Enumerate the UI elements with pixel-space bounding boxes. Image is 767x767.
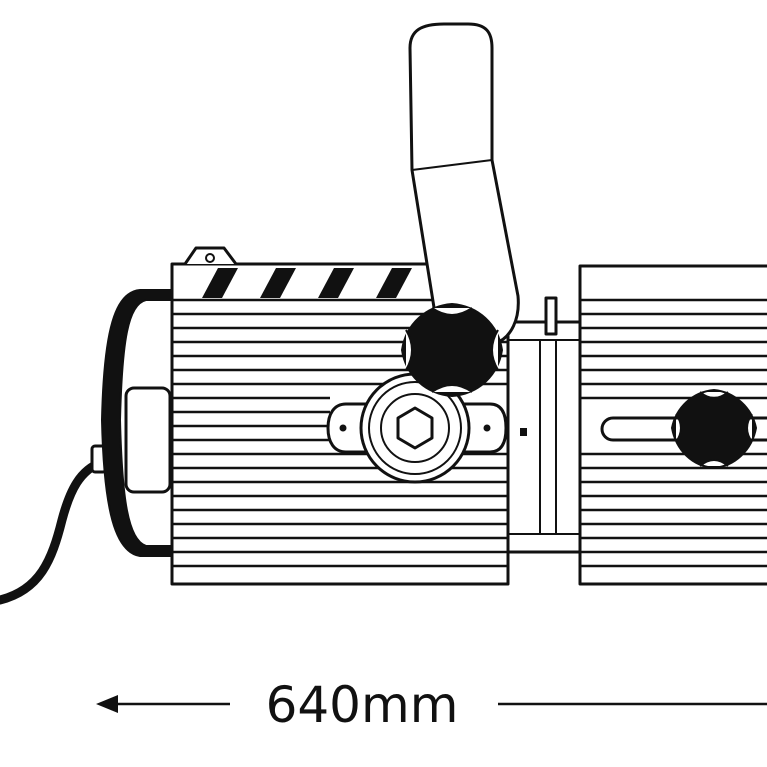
tilt-lock-knob	[400, 302, 504, 398]
dimension-line: 640mm	[96, 676, 767, 734]
lens-lock-knob	[670, 388, 758, 470]
power-cable	[0, 444, 108, 605]
rear-lamp-cap	[100, 289, 173, 557]
arrow-left-icon	[96, 695, 118, 713]
hex-focus-hub	[359, 372, 471, 484]
dimension-label: 640mm	[266, 676, 459, 734]
hazard-stripes	[202, 268, 412, 298]
cooling-fins	[172, 298, 508, 568]
lens-neck	[506, 296, 584, 554]
